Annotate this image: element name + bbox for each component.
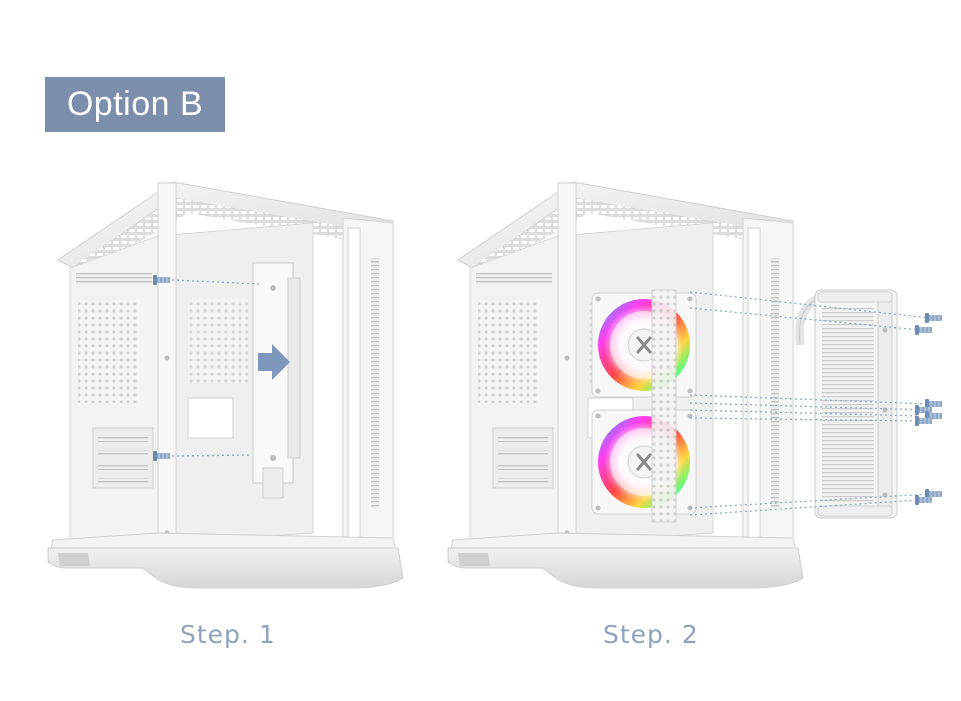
step-1-label: Step. 1	[180, 620, 276, 649]
option-title: Option B	[45, 77, 225, 132]
radiator	[814, 289, 898, 519]
step-2-label: Step. 2	[603, 620, 699, 649]
screw-icon	[914, 324, 933, 336]
screw-icon	[924, 312, 943, 324]
right-arrow-icon	[258, 344, 290, 380]
rgb-fan-icon	[590, 408, 698, 516]
rgb-fan-icon	[590, 291, 698, 399]
step-1-case	[47, 181, 404, 589]
